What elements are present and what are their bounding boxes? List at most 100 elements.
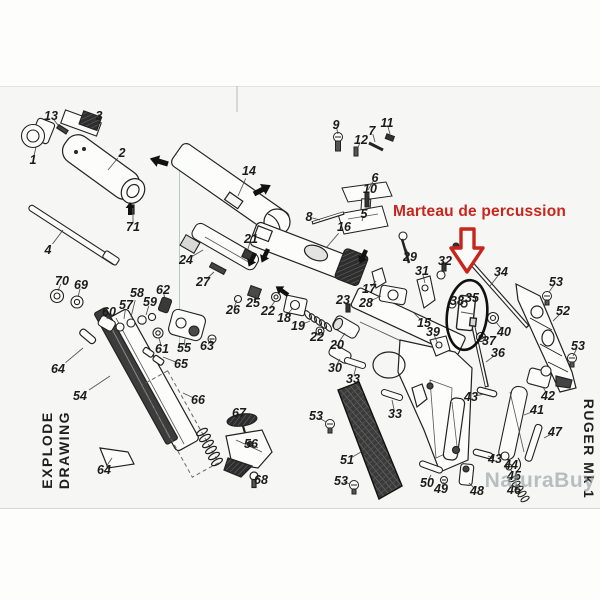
leader-line	[269, 300, 276, 309]
leader-line	[413, 312, 422, 321]
leader-line	[106, 313, 109, 320]
part-label: 32	[438, 254, 452, 268]
part-label: 44	[503, 458, 518, 472]
part-label: 41	[529, 403, 544, 417]
leader-line	[487, 455, 494, 459]
hammer-circle-annotation	[445, 278, 489, 352]
leader-line	[391, 399, 395, 410]
leader-line	[361, 215, 364, 222]
part-label: 48	[469, 484, 484, 498]
part-label: 62	[156, 283, 170, 297]
part-label: 69	[74, 278, 88, 292]
part-label: 22	[309, 330, 324, 344]
part-label: 47	[547, 425, 563, 439]
part-label: 31	[415, 264, 429, 278]
leader-line	[489, 275, 499, 287]
part-label: 14	[242, 164, 256, 178]
part-label: 18	[277, 311, 291, 325]
leader-line	[367, 181, 374, 191]
part-label: 52	[556, 304, 570, 318]
grip-screws-53	[325, 291, 577, 495]
leader-line	[441, 481, 445, 488]
leader-line	[353, 366, 357, 376]
bolt-part24	[179, 222, 263, 304]
leader-line	[65, 347, 84, 364]
part-label: 9	[333, 118, 340, 132]
leader-line	[207, 339, 212, 345]
part-label: 36	[491, 346, 506, 360]
part-label: 50	[420, 476, 434, 490]
leader-line	[253, 293, 257, 301]
part-label: 37	[482, 334, 497, 348]
leader-line	[286, 308, 293, 316]
part-label: 51	[340, 453, 354, 467]
leader-line	[233, 299, 238, 308]
leader-line	[433, 334, 438, 343]
leader-line	[552, 313, 561, 322]
leader-line	[356, 142, 361, 151]
leader-line	[107, 157, 119, 171]
part-label: 70	[55, 274, 69, 288]
leader-line	[339, 332, 346, 342]
part-label: 13	[44, 109, 58, 123]
part-label: 38	[450, 294, 464, 308]
leader-line	[495, 321, 502, 330]
leader-line	[506, 458, 511, 464]
leader-line	[318, 417, 327, 423]
leader-line	[336, 127, 339, 135]
part-label: 68	[254, 473, 268, 487]
part-label: 4	[44, 243, 52, 257]
leader-line	[312, 217, 321, 221]
part-label: 66	[191, 393, 206, 407]
part-label: 58	[130, 286, 144, 300]
part-label: 2	[118, 146, 126, 160]
red-arrow	[449, 227, 485, 274]
leader-line	[510, 469, 514, 475]
leader-line	[205, 271, 215, 280]
backstrap-part52	[515, 282, 577, 393]
leader-line	[130, 300, 136, 318]
leader-line	[325, 233, 339, 249]
part-label: 43	[487, 452, 502, 466]
part-label: 53	[334, 474, 348, 488]
part-label: 17	[362, 282, 377, 296]
frame-pins-33	[343, 357, 404, 401]
leader-line	[343, 481, 351, 485]
leader-line	[523, 411, 534, 416]
part-label: 33	[388, 407, 402, 421]
part-label: 64	[51, 362, 65, 376]
margin-caption-left-line1: EXPLODE	[39, 411, 55, 489]
annotation-label: Marteau de percussion	[393, 203, 567, 220]
leader-line	[372, 134, 376, 143]
leader-line	[52, 229, 64, 245]
part-label: 11	[381, 116, 394, 130]
leader-line	[89, 118, 97, 125]
barrel-receiver-part16	[249, 221, 369, 287]
leader-line	[246, 242, 251, 253]
leader-line	[404, 246, 409, 255]
part-label: 1	[30, 153, 37, 167]
assembly-arrows	[125, 155, 368, 297]
part-label: 19	[291, 319, 305, 333]
leader-lines	[33, 118, 577, 489]
part-label: 35	[465, 291, 480, 305]
bolt-housing-group	[223, 413, 273, 489]
part-label: 24	[178, 253, 193, 267]
leader-line	[57, 283, 62, 292]
part-label: 28	[358, 296, 373, 310]
follower-chain-group	[49, 288, 217, 344]
leader-line	[350, 451, 362, 458]
part-label: 67	[232, 406, 247, 420]
part-label: 21	[243, 232, 258, 246]
leader-line	[367, 191, 370, 199]
part-label: 56	[244, 437, 259, 451]
part-label: 54	[73, 389, 87, 403]
part-label: 40	[496, 325, 511, 339]
leader-line	[572, 348, 577, 357]
part-label: 7	[369, 124, 377, 138]
part-label: 3	[96, 109, 103, 123]
leader-line	[427, 474, 432, 481]
leader-line	[317, 331, 320, 336]
leader-line	[422, 274, 426, 284]
